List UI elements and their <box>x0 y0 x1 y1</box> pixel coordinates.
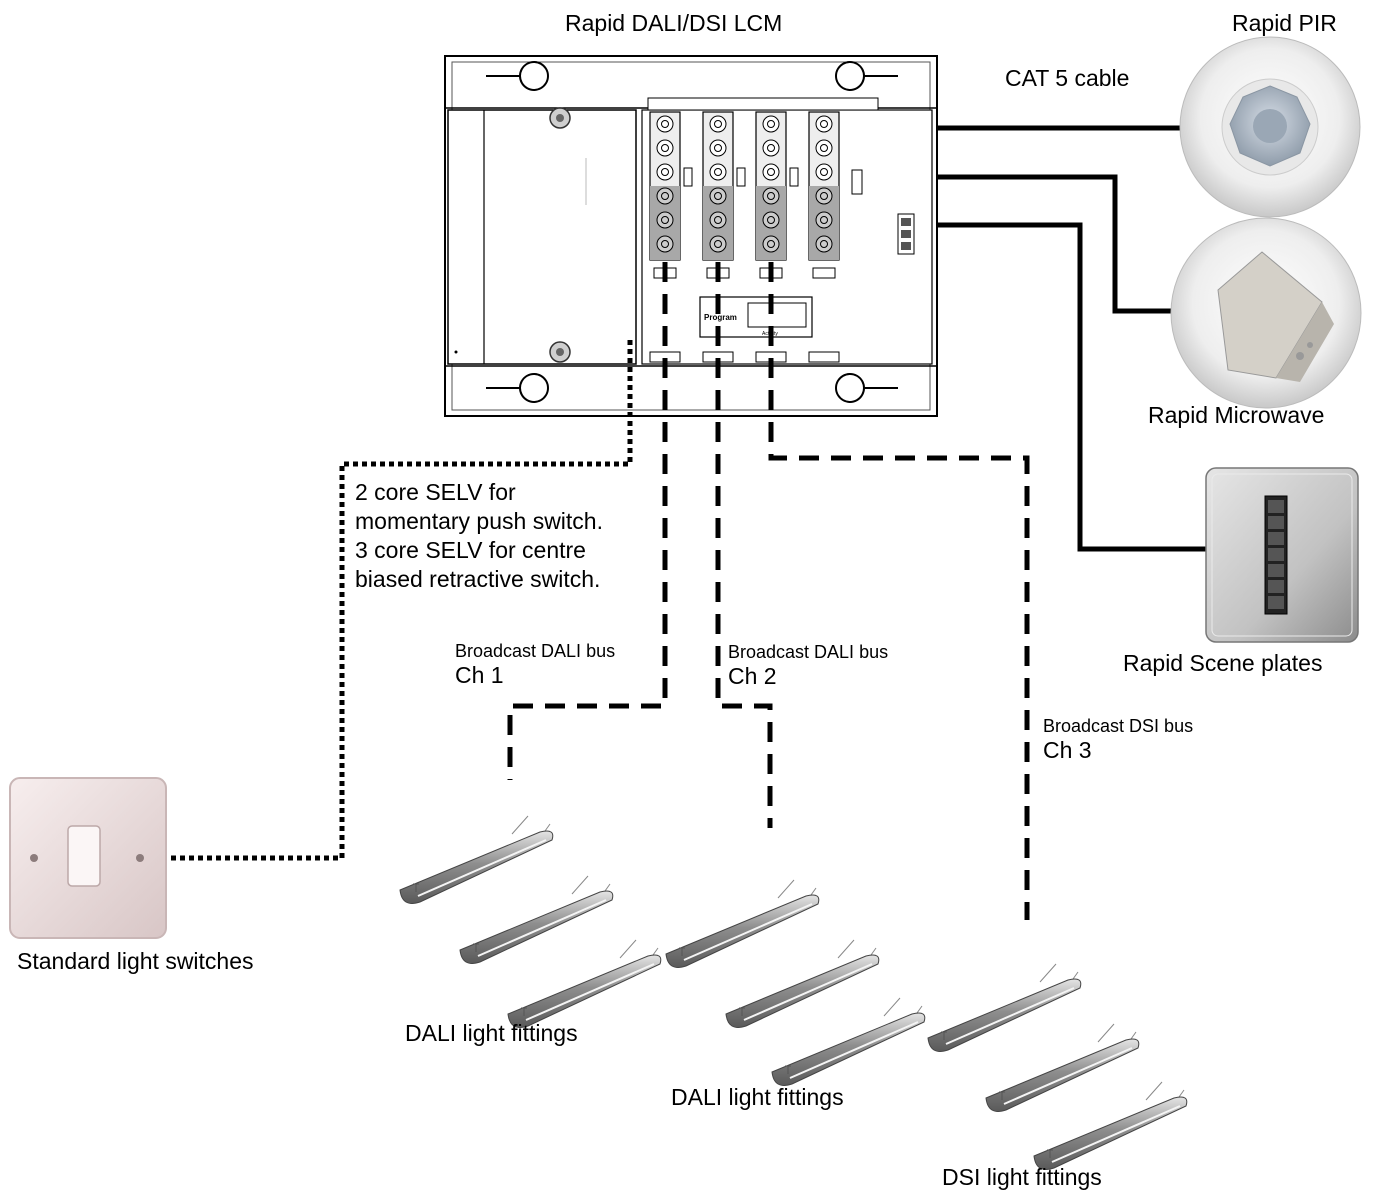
bus-label-ch1: Broadcast DALI bus Ch 1 <box>455 640 615 688</box>
selv-note-line: momentary push switch. <box>355 508 603 534</box>
bus-label-ch2: Broadcast DALI bus Ch 2 <box>728 641 888 689</box>
pir-sensor <box>1179 36 1361 218</box>
bus-title: Broadcast DALI bus <box>728 642 889 662</box>
dali-fittings-label-2: DALI light fittings <box>671 1084 844 1110</box>
program-label: Program <box>704 313 737 322</box>
lcm-unit: Program Activity <box>444 55 938 417</box>
dali-fittings-group-2 <box>665 879 926 1087</box>
dali-fittings-label-1: DALI light fittings <box>405 1020 578 1046</box>
dsi-fittings-group <box>927 963 1188 1171</box>
bus-channel: Ch 1 <box>455 662 504 688</box>
selv-note-line: 2 core SELV for <box>355 479 516 505</box>
bus-channel: Ch 2 <box>728 663 777 689</box>
bus-channel: Ch 3 <box>1043 737 1092 763</box>
dali-fittings-group-1 <box>399 815 662 1029</box>
selv-note: 2 core SELV for momentary push switch. 3… <box>355 478 603 594</box>
microwave-sensor <box>1170 217 1362 409</box>
microwave-label: Rapid Microwave <box>1148 402 1325 428</box>
selv-note-line: 3 core SELV for centre <box>355 537 586 563</box>
standard-light-switch <box>9 777 167 939</box>
cat5-label: CAT 5 cable <box>1005 65 1130 91</box>
selv-note-line: biased retractive switch. <box>355 566 601 592</box>
dsi-fittings-label: DSI light fittings <box>942 1164 1102 1190</box>
bus-title: Broadcast DSI bus <box>1043 716 1194 736</box>
scene-plates-label: Rapid Scene plates <box>1123 650 1323 676</box>
bus-label-ch3: Broadcast DSI bus Ch 3 <box>1043 715 1193 763</box>
bus-title: Broadcast DALI bus <box>455 641 616 661</box>
pir-label: Rapid PIR <box>1232 10 1337 36</box>
lcm-label: Rapid DALI/DSI LCM <box>565 10 783 36</box>
scene-plate <box>1205 467 1359 643</box>
mounting-slot <box>486 60 898 403</box>
bus-cables <box>507 262 1030 920</box>
standard-switches-label: Standard light switches <box>17 948 254 974</box>
selv-cable <box>166 340 633 861</box>
cat5-cables <box>937 125 1208 552</box>
